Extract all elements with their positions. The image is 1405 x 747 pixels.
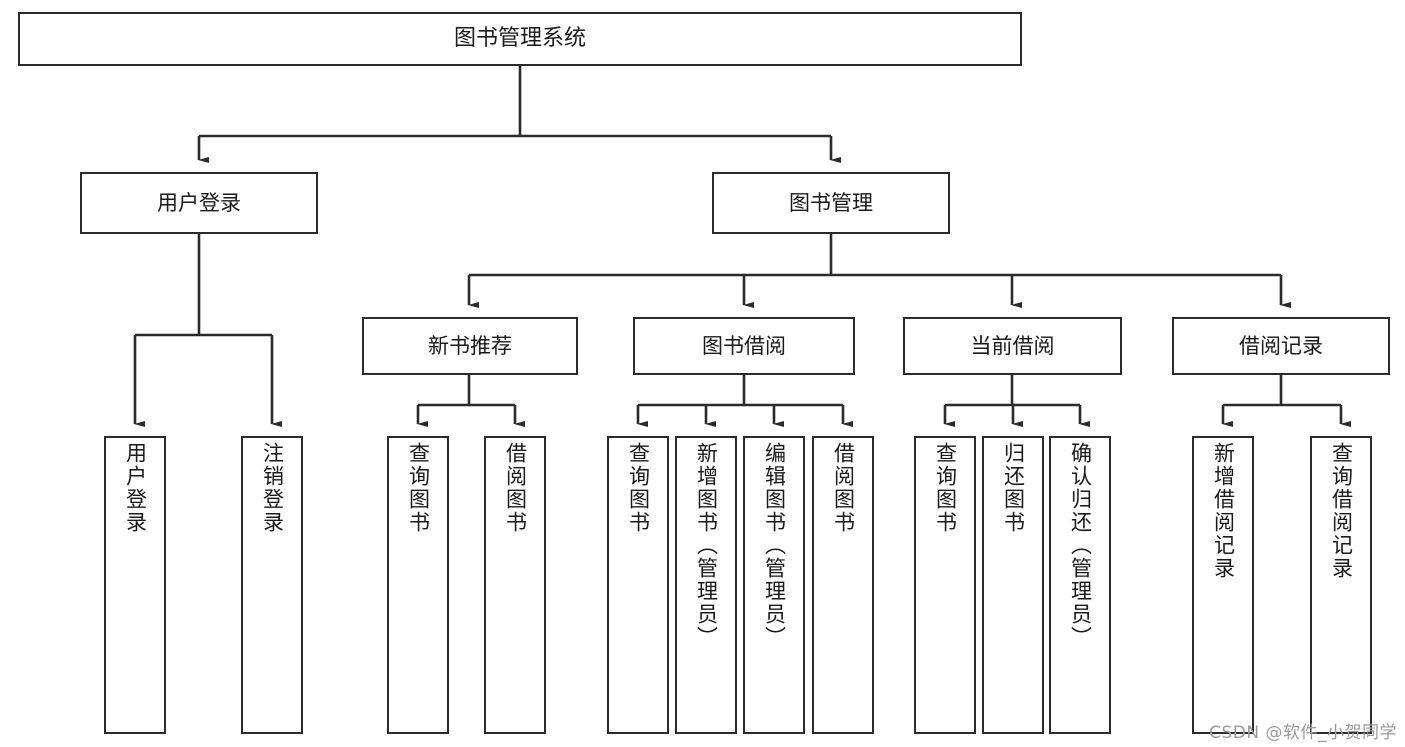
node-leaf-user-login[interactable]: 用户登录: [104, 436, 166, 734]
node-user-login[interactable]: 用户登录: [80, 172, 318, 234]
node-leaf-add-book[interactable]: 新增图书（管理员）: [675, 436, 737, 734]
node-leaf-query-book-2[interactable]: 查询图书: [607, 436, 669, 734]
node-leaf-logout-login[interactable]: 注销登录: [241, 436, 303, 734]
node-leaf-query-book-1-label: 查询图书: [406, 442, 431, 534]
node-leaf-borrow-book-2-label: 借阅图书: [831, 442, 856, 534]
node-borrow-record-label: 借阅记录: [1239, 333, 1323, 358]
node-leaf-borrow-book-1-label: 借阅图书: [503, 442, 528, 534]
node-leaf-add-record-label: 新增借阅记录: [1211, 442, 1236, 580]
csdn-watermark: CSDN @软件_小贺同学: [1209, 723, 1397, 743]
node-book-manage[interactable]: 图书管理: [712, 172, 950, 234]
node-leaf-query-book-3[interactable]: 查询图书: [914, 436, 976, 734]
node-leaf-confirm-return-label: 确认归还（管理员）: [1068, 442, 1093, 649]
node-new-book-recommend-label: 新书推荐: [428, 333, 512, 358]
node-leaf-borrow-book-2[interactable]: 借阅图书: [812, 436, 874, 734]
node-leaf-query-book-2-label: 查询图书: [626, 442, 651, 534]
node-current-borrow-label: 当前借阅: [970, 333, 1055, 358]
node-book-manage-label: 图书管理: [789, 190, 873, 215]
node-current-borrow[interactable]: 当前借阅: [903, 317, 1122, 375]
node-leaf-return-book[interactable]: 归还图书: [982, 436, 1044, 734]
node-leaf-borrow-book-1[interactable]: 借阅图书: [484, 436, 546, 734]
node-leaf-add-book-label: 新增图书（管理员）: [694, 442, 719, 649]
node-leaf-query-record[interactable]: 查询借阅记录: [1310, 436, 1372, 734]
node-borrow-record[interactable]: 借阅记录: [1172, 317, 1390, 375]
node-leaf-confirm-return[interactable]: 确认归还（管理员）: [1049, 436, 1111, 734]
node-leaf-add-record[interactable]: 新增借阅记录: [1192, 436, 1254, 734]
node-leaf-user-login-label: 用户登录: [123, 442, 148, 534]
node-new-book-recommend[interactable]: 新书推荐: [362, 317, 578, 375]
node-book-borrow[interactable]: 图书借阅: [633, 317, 855, 375]
node-leaf-query-book-3-label: 查询图书: [933, 442, 958, 534]
node-leaf-return-book-label: 归还图书: [1001, 442, 1026, 534]
node-user-login-label: 用户登录: [157, 190, 241, 215]
node-root-system-label: 图书管理系统: [453, 26, 586, 52]
node-leaf-edit-book[interactable]: 编辑图书（管理员）: [743, 436, 805, 734]
node-root-system[interactable]: 图书管理系统: [18, 12, 1022, 66]
node-leaf-query-record-label: 查询借阅记录: [1329, 442, 1354, 580]
node-book-borrow-label: 图书借阅: [702, 333, 786, 358]
node-leaf-query-book-1[interactable]: 查询图书: [387, 436, 449, 734]
node-leaf-edit-book-label: 编辑图书（管理员）: [762, 442, 787, 649]
node-leaf-logout-login-label: 注销登录: [260, 442, 285, 534]
